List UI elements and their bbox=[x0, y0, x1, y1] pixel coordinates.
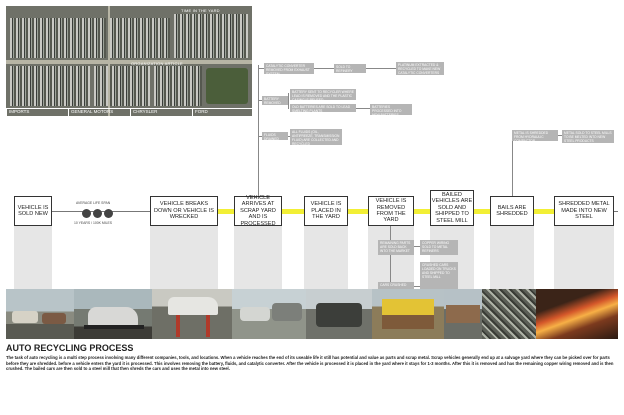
branch-line-shredded bbox=[512, 133, 513, 196]
step-vehicle-arrives: VEHICLE ARRIVES AT SCRAP YARD AND IS PRO… bbox=[234, 195, 282, 227]
aerial-mid-label: ORGANIZATION ARTICLE bbox=[131, 61, 183, 66]
connector-battery bbox=[356, 108, 370, 109]
note-catalytic: CATALYTIC CONVERTER REMOVED FROM EXHAUST… bbox=[264, 63, 314, 76]
branch-line-removed bbox=[390, 226, 391, 290]
parking-rows-lower-left bbox=[10, 66, 90, 106]
yard-road bbox=[6, 60, 252, 64]
note-copper: COPPER WIRING SOLD TO METAL REFINERS bbox=[420, 240, 458, 255]
page-title: AUTO RECYCLING PROCESS bbox=[6, 343, 134, 353]
parking-rows-upper-right bbox=[174, 14, 248, 58]
photo-car-lift bbox=[152, 289, 232, 339]
highlight-connector-6 bbox=[534, 209, 554, 214]
note-steel-sorted: CRUSHED CARS LOADED ON TRUCKS AND SHIPPE… bbox=[420, 262, 458, 290]
photo-yard-cars bbox=[232, 289, 306, 339]
branch-tick-3 bbox=[258, 136, 264, 137]
step-bails-shredded: BAILS ARE SHREDDED bbox=[490, 196, 534, 226]
aerial-top-label: TIME IN THE YARD bbox=[181, 8, 220, 13]
connector-engine bbox=[414, 246, 420, 247]
lifespan-years: 10 YEARS / 100K MILES bbox=[74, 221, 113, 225]
battery-split bbox=[288, 93, 289, 109]
step-vehicle-placed: VEHICLE IS PLACED IN THE YARD bbox=[304, 196, 348, 226]
note-bail-sold-b: METAL SOLD TO STEEL MILLS TO BE MELTED I… bbox=[562, 130, 614, 143]
parking-rows-lower-mid bbox=[94, 66, 150, 106]
lifespan-dot-3 bbox=[104, 209, 113, 218]
highlight-connector-1 bbox=[218, 209, 236, 214]
photo-crusher bbox=[372, 289, 444, 339]
note-engine: REMAINING PARTS ARE SOLD BACK INTO THE M… bbox=[378, 240, 414, 255]
branch-tick-1 bbox=[258, 68, 264, 69]
zone-chrysler: CHRYSLER bbox=[130, 108, 192, 116]
parking-rows-upper-left bbox=[10, 18, 106, 58]
note-bail-sold: METAL IS SHREDDED FROM HYDRAULIC COMPACT… bbox=[512, 130, 558, 143]
connector-bail bbox=[558, 135, 562, 136]
photo-shredded-metal bbox=[482, 289, 536, 339]
note-battery-b: OLD BATTERIES ARE SOLD TO LEAD SMELTING … bbox=[290, 104, 356, 113]
highlight-connector-3 bbox=[348, 209, 368, 214]
parking-rows-upper-mid bbox=[110, 18, 170, 58]
note-sold-to-refinery: SOLD TO REFINERY bbox=[334, 64, 366, 73]
zone-ford: FORD bbox=[192, 108, 252, 116]
photo-engine bbox=[306, 289, 372, 339]
photo-steel-mill bbox=[536, 289, 618, 339]
yard-aisle bbox=[108, 6, 110, 116]
zone-general-motors: GENERAL MOTORS bbox=[68, 108, 130, 116]
note-battery: BATTERY REMOVED bbox=[262, 96, 288, 105]
highlight-connector-5 bbox=[474, 209, 490, 214]
photo-truck-load bbox=[444, 289, 482, 339]
branch-line-arrives bbox=[258, 65, 259, 196]
aerial-yard-photo: TIME IN THE YARD ORGANIZATION ARTICLE IM… bbox=[6, 6, 252, 116]
note-crush: CARS CRUSHED bbox=[378, 282, 414, 290]
lifespan-dot-2 bbox=[93, 209, 102, 218]
zone-imports: IMPORTS bbox=[6, 108, 68, 116]
note-fluids: FLUIDS DRAINED bbox=[262, 132, 288, 141]
highlight-connector-4 bbox=[414, 209, 430, 214]
note-fluids-a: ALL FLUIDS (OIL, ANTIFREEZE, TRANSMISSIO… bbox=[290, 129, 342, 146]
branch-tick-2 bbox=[258, 100, 264, 101]
highlight-connector-2 bbox=[282, 209, 304, 214]
step-vehicle-breaks: VEHICLE BREAKS DOWN OR VEHICLE IS WRECKE… bbox=[150, 196, 218, 226]
parking-rows-lower-right bbox=[154, 66, 202, 106]
step-vehicle-removed: VEHICLE IS REMOVED FROM THE YARD bbox=[368, 196, 414, 226]
step-new-steel: SHREDDED METAL MADE INTO NEW STEEL bbox=[554, 196, 614, 226]
connector-crush bbox=[414, 286, 420, 287]
lifespan-caption: AVERAGE LIFE SPAN bbox=[76, 201, 111, 205]
note-battery-c: BATTERIES PROCESSED INTO NEW BATTERIES bbox=[370, 104, 412, 117]
step-vehicle-sold: VEHICLE IS SOLD NEW bbox=[14, 196, 52, 226]
lifespan-dot-1 bbox=[82, 209, 91, 218]
note-battery-a: BATTERY SENT TO RECYCLER WHERE LEAD IS R… bbox=[290, 89, 356, 102]
description-text: The task of auto recycling is a multi st… bbox=[6, 355, 614, 372]
step-bailed-sold: BAILED VEHICLES ARE SOLD AND SHIPPED TO … bbox=[430, 190, 474, 226]
note-refinery-result: PLATINUM EXTRACTED & RECYCLED TO MAKE NE… bbox=[396, 62, 444, 75]
photo-wrecked-car bbox=[74, 289, 152, 339]
tree-area bbox=[206, 68, 248, 104]
photo-dealership bbox=[6, 289, 74, 339]
